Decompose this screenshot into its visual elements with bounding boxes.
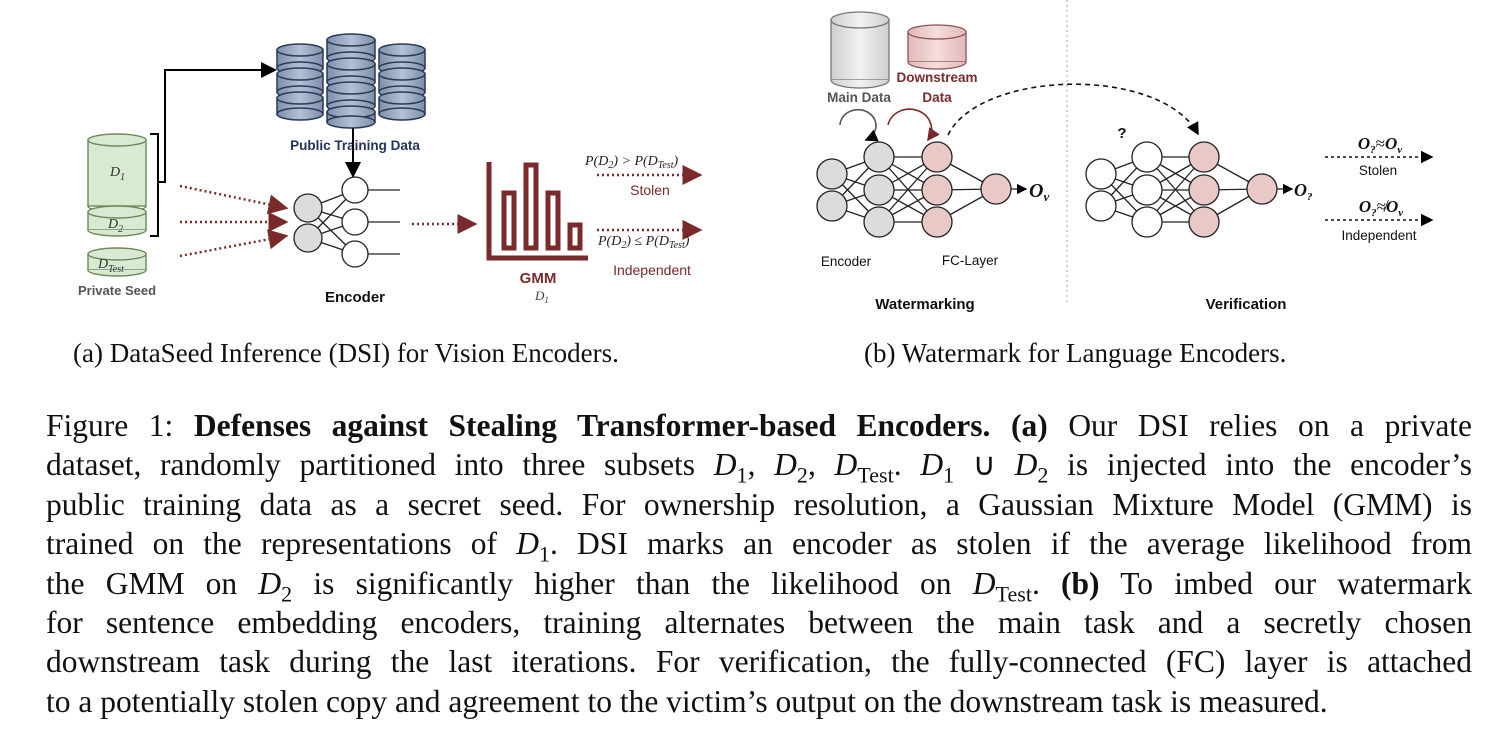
encoder-label-a: Encoder — [325, 289, 385, 306]
independent-label-b: Independent — [1341, 228, 1416, 243]
independent-condition: P(D2) ≤ P(DTest) — [597, 234, 690, 251]
figure-1: Public Training Data D1 D2 DTest Private… — [78, 0, 1434, 313]
caption-line: dataset, randomly partitioned into three… — [46, 447, 1473, 488]
seed-bracket — [150, 70, 275, 237]
watermark-network — [816, 141, 1028, 238]
figure-label: Figure 1: — [46, 408, 174, 443]
stolen-label-a: Stolen — [630, 182, 670, 198]
database-icon — [276, 33, 426, 129]
d2-label: D2 — [107, 217, 123, 235]
training-loop-icons — [839, 108, 940, 142]
seed-cylinder-d2 — [87, 205, 147, 237]
gmm-histogram-icon — [486, 162, 588, 261]
independent-label-a: Independent — [613, 262, 691, 278]
caption-line: trained on the representations of D1. DS… — [46, 526, 1472, 567]
caption-line: for sentence embedding encoders, trainin… — [46, 605, 1472, 641]
seed-arrows — [179, 184, 289, 258]
caption-text: . — [1031, 565, 1040, 601]
panel-b: Main Data Downstream Data — [816, 0, 1434, 313]
caption-line: downstream task during the last iteratio… — [46, 644, 1472, 680]
stolen-condition-b: O?≈Ov — [1358, 134, 1402, 156]
main-data-cylinder — [830, 11, 890, 89]
caption-text: is significantly higher than the likelih… — [313, 565, 952, 601]
caption-line: to a potentially stolen copy and agreeme… — [46, 683, 1328, 719]
caption-line: the GMM on D2 is significantly higher th… — [46, 565, 1473, 606]
encoder-network-a — [293, 176, 400, 268]
caption-text: is injected into the encoder’s — [1067, 447, 1473, 483]
watermarking-label: Watermarking — [875, 296, 974, 313]
independent-condition-b: O?≉Ov — [1359, 197, 1403, 219]
public-training-data-label: Public Training Data — [290, 138, 420, 153]
caption-b-label: (b) — [1061, 565, 1100, 601]
fc-layer-label: FC-Layer — [942, 253, 999, 268]
dtest-label: DTest — [97, 257, 124, 275]
figure-caption: Figure 1: Defenses against Stealing Tran… — [46, 406, 1472, 721]
private-seed-label: Private Seed — [78, 283, 156, 298]
stolen-condition: P(D2) > P(DTest) — [584, 154, 679, 171]
verification-network — [1085, 141, 1294, 238]
d1-label: D1 — [109, 165, 125, 183]
caption-line: Figure 1: Defenses against Stealing Tran… — [46, 406, 1472, 445]
caption-text: To imbed our watermark — [1120, 565, 1473, 601]
output-ov-label: Ov — [1029, 180, 1049, 204]
subcaption-b: (b) Watermark for Language Encoders. — [864, 338, 1287, 368]
stolen-label-b: Stolen — [1359, 163, 1397, 178]
verification-label: Verification — [1206, 296, 1287, 313]
panel-a: Public Training Data D1 D2 DTest Private… — [78, 33, 703, 306]
output-oq-label: O? — [1294, 180, 1313, 203]
caption-a-label: (a) — [1011, 408, 1048, 443]
caption-text: trained on the representations of — [46, 526, 498, 562]
subcaption-a: (a) DataSeed Inference (DSI) for Vision … — [73, 338, 619, 368]
question-mark: ? — [1117, 125, 1126, 142]
downstream-data-cylinder — [907, 24, 967, 70]
downstream-label: Downstream — [896, 70, 977, 85]
seed-cylinder-dtest — [87, 247, 147, 277]
caption-text: dataset, randomly partitioned into three… — [46, 447, 696, 483]
caption-line: public training data as a secret seed. F… — [46, 486, 1472, 522]
gmm-d1-label: D1 — [534, 288, 549, 305]
main-data-label: Main Data — [827, 90, 891, 105]
encoder-label-b: Encoder — [821, 254, 872, 269]
gmm-label: GMM — [520, 270, 557, 287]
caption-text: Our DSI relies on a private — [1068, 408, 1473, 443]
seed-cylinder-d1 — [87, 133, 147, 213]
fc-transfer-arrow — [947, 83, 1199, 136]
caption-text: the GMM on — [46, 565, 238, 601]
caption-text: . DSI marks an encoder as stolen if the … — [550, 526, 1472, 562]
downstream-data-label: Data — [922, 90, 952, 105]
caption-title: Defenses against Stealing Transformer-ba… — [193, 408, 991, 443]
